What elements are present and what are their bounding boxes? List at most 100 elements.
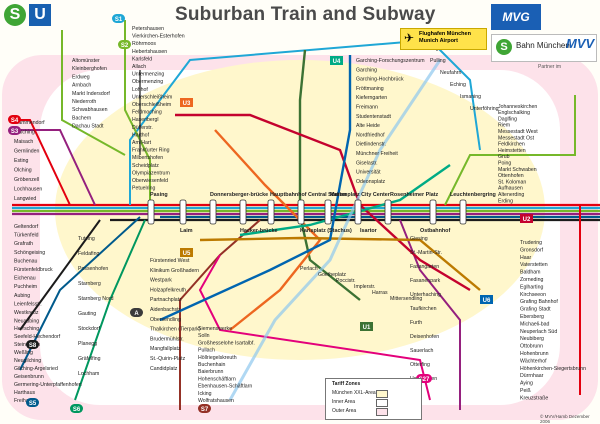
station-label-ne[interactable]: Nordfriedhof xyxy=(356,132,385,138)
station-label-e[interactable]: Messestadt West xyxy=(498,129,538,135)
station-label-e[interactable]: Markt Schwaben xyxy=(498,167,537,173)
station-label-n[interactable]: Milbertshofen xyxy=(132,155,163,161)
s27-line[interactable] xyxy=(198,254,431,401)
station-label-n[interactable]: Am Hart xyxy=(132,140,152,146)
station-label-s[interactable]: Poccistr. xyxy=(336,278,356,284)
station-label-se[interactable]: Grafing Bahnhof xyxy=(520,299,558,305)
station-label-s[interactable]: Deisenhofen xyxy=(410,334,439,340)
station-label-nw[interactable]: Dachau Stadt xyxy=(72,124,104,130)
station-label-s[interactable]: St.-Martin-Str. xyxy=(410,250,442,256)
station-label-n[interactable]: Scheidplatz xyxy=(132,163,159,169)
s8-line[interactable] xyxy=(19,219,101,331)
station-label-nw[interactable]: Kleinberghofen xyxy=(72,66,107,72)
station-label-e[interactable]: Johanneskirchen xyxy=(498,104,537,110)
station-label-nw[interactable]: Erdweg xyxy=(72,74,90,80)
station-label-center[interactable]: Marienplatz City Center xyxy=(330,192,391,198)
station-label-s[interactable]: Großhesselohe Isartalbf. xyxy=(198,340,255,346)
s2-altomuenster-branch[interactable] xyxy=(61,30,126,156)
station-label-ne[interactable]: Odeonsplatz xyxy=(356,179,386,185)
station-label-n[interactable]: Oberwiesenfeld xyxy=(132,178,168,184)
station-label-s[interactable]: Fasanenpark xyxy=(410,278,441,284)
station-label-n[interactable]: Röhrmoos xyxy=(132,41,156,47)
station-label-n[interactable]: Vierkirchen-Esterhofen xyxy=(132,34,185,40)
station-label-nw[interactable]: Altomünster xyxy=(72,58,100,64)
station-label-e[interactable]: Erding xyxy=(498,198,513,204)
station-label-se[interactable]: Peiß xyxy=(520,388,531,394)
station-label-u_sw[interactable]: Partnachplatz xyxy=(150,297,182,303)
station-label-sw[interactable]: Puchheim xyxy=(14,284,37,290)
station-label-center[interactable]: Donnersberger-brücke xyxy=(210,192,268,198)
station-label-s_s[interactable]: Stockdorf xyxy=(78,326,100,332)
line-badge-u5[interactable]: U5 xyxy=(180,248,193,257)
station-label-u_sw[interactable]: Mangfallplatz xyxy=(150,346,181,352)
station-label-w[interactable]: Gröbenzell xyxy=(14,177,39,183)
station-label-e[interactable]: Eching xyxy=(450,82,466,88)
station-label-sw[interactable]: Aubing xyxy=(14,293,30,299)
station-label-w[interactable]: Mammendorf xyxy=(14,120,45,126)
station-label-n[interactable]: Allach xyxy=(132,64,146,70)
station-label-u_sw[interactable]: Candidplatz xyxy=(150,366,178,372)
station-label-e[interactable]: Heimstetten xyxy=(498,148,526,154)
station-label-se[interactable]: Vaterstetten xyxy=(520,262,548,268)
station-label-ne[interactable]: Giselastr. xyxy=(356,160,378,166)
station-label-se[interactable]: Dürrnhaar xyxy=(520,373,544,379)
station-label-u_sw[interactable]: Thalkirchen (Tierpark) xyxy=(150,327,201,333)
station-label-u_sw[interactable]: Brudermühlstr. xyxy=(150,336,184,342)
station-label-n[interactable]: Untermenzing xyxy=(132,72,164,78)
station-label-nw[interactable]: Schwabhausen xyxy=(72,107,108,113)
station-label-s_w[interactable]: Seefeld-Hechendorf xyxy=(14,334,61,340)
station-label-s[interactable]: Hohenschäftlarn xyxy=(198,376,236,382)
station-label-u_sw[interactable]: Klinikum Großhadern xyxy=(150,268,199,274)
station-label-nw[interactable]: Arnbach xyxy=(72,83,91,89)
station-label-e[interactable]: Riem xyxy=(498,123,510,129)
station-label-s[interactable]: Pullach xyxy=(198,348,215,354)
station-label-se[interactable]: Neubiberg xyxy=(520,336,544,342)
station-label-nw[interactable]: Markt Indersdorf xyxy=(72,91,110,97)
station-label-se[interactable]: Zorneding xyxy=(520,277,543,283)
station-label-se[interactable]: Kirchseeon xyxy=(520,292,546,298)
station-label-se[interactable]: Wächterhof xyxy=(520,358,547,364)
station-label-nw[interactable]: Bachern xyxy=(72,115,91,121)
station-label-n[interactable]: Hebertshausen xyxy=(132,49,167,55)
station-label-se[interactable]: Gronsdorf xyxy=(520,247,544,253)
station-label-s_w[interactable]: Gilching-Argelsried xyxy=(14,366,58,372)
station-label-sw[interactable]: Westkreuz xyxy=(14,310,39,316)
station-label-center[interactable]: Leuchtenbergring xyxy=(450,192,496,198)
station-label-w[interactable]: Olching xyxy=(14,168,32,174)
station-label-s_s[interactable]: Starnberg Nord xyxy=(78,296,114,302)
station-label-sw[interactable]: Neuaubing xyxy=(14,319,39,325)
s6-line[interactable] xyxy=(74,219,146,401)
station-label-e[interactable]: Altenerding xyxy=(498,192,524,198)
station-label-ne[interactable]: Münchner Freiheit xyxy=(356,151,398,157)
station-label-n[interactable]: Unterschleißheim xyxy=(132,94,172,100)
station-label-e[interactable]: St. Koloman xyxy=(498,179,526,185)
station-label-ne[interactable]: Freimann xyxy=(356,105,378,111)
line-badge-s4[interactable]: S4 xyxy=(8,115,21,124)
station-label-s_s[interactable]: Starnberg xyxy=(78,281,101,287)
station-label-n[interactable]: Feldmoching xyxy=(132,110,162,116)
station-label-se[interactable]: Trudering xyxy=(520,240,542,246)
station-label-s[interactable]: Otterfing xyxy=(410,362,430,368)
station-label-s[interactable]: Implerstr. xyxy=(354,284,375,290)
s2-east-line[interactable] xyxy=(444,95,576,206)
station-label-n[interactable]: Harthof xyxy=(132,132,150,138)
station-label-se[interactable]: Aying xyxy=(520,381,533,387)
station-label-ne[interactable]: Alte Heide xyxy=(356,123,380,129)
station-label-s[interactable]: Fasangarten xyxy=(410,264,439,270)
airport-box[interactable]: ✈ Flughafen München Munich Airport xyxy=(400,28,487,50)
station-label-u_sw[interactable]: Fürstenried West xyxy=(150,258,190,264)
station-label-n[interactable]: Oberschleißheim xyxy=(132,102,171,108)
station-label-u_sw[interactable]: Westpark xyxy=(150,278,172,284)
u2-line[interactable] xyxy=(175,113,471,292)
line-badge-u3[interactable]: U3 xyxy=(180,98,193,107)
station-label-u_sw[interactable]: Obersendling xyxy=(150,317,181,323)
station-label-ne[interactable]: Dietlindenstr. xyxy=(356,142,386,148)
station-label-w[interactable]: Lochhausen xyxy=(14,187,42,193)
station-label-sw[interactable]: Grafrath xyxy=(14,241,33,247)
station-label-e[interactable]: Pulling xyxy=(430,58,446,64)
station-label-se[interactable]: Michaeli-bad xyxy=(520,321,550,327)
line-badge-u1[interactable]: U1 xyxy=(360,322,373,331)
s3-south-line[interactable] xyxy=(399,219,461,410)
station-label-s[interactable]: Höllriegelskreuth xyxy=(198,355,237,361)
u5-line[interactable] xyxy=(199,236,481,291)
